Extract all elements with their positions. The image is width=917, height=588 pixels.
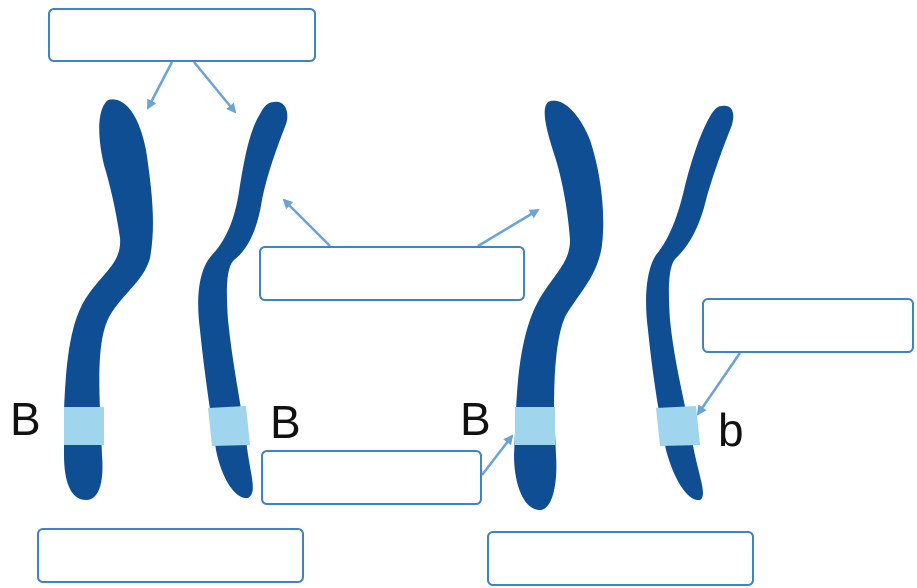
pointer-arrow bbox=[193, 61, 237, 114]
label-box-top[interactable] bbox=[48, 8, 316, 62]
label-box-bottom-right[interactable] bbox=[487, 531, 754, 586]
label-box-bottom-left[interactable] bbox=[37, 528, 304, 583]
gene-label: b bbox=[718, 404, 744, 456]
label-box-bottom-middle[interactable] bbox=[261, 450, 482, 505]
pointer-arrow bbox=[477, 208, 540, 248]
label-box-middle[interactable] bbox=[259, 246, 525, 301]
gene-label: B bbox=[10, 393, 41, 445]
pointer-arrow bbox=[696, 352, 742, 416]
chromosome-pair1-left bbox=[64, 99, 153, 500]
chromosome-pair2-right bbox=[646, 105, 734, 501]
pointer-arrow bbox=[146, 61, 174, 110]
chromosome-body bbox=[514, 100, 604, 511]
gene-label: B bbox=[270, 396, 301, 448]
gene-band bbox=[64, 407, 104, 445]
pointer-arrow bbox=[282, 198, 331, 247]
pointer-arrow bbox=[481, 434, 514, 476]
chromosome-body bbox=[646, 105, 734, 501]
gene-band bbox=[208, 406, 250, 446]
gene-band bbox=[515, 407, 555, 445]
chromosome-body bbox=[64, 99, 153, 500]
chromosome-body bbox=[198, 101, 288, 499]
chromosome-pair1-right bbox=[198, 101, 288, 499]
chromosome-pair2-left bbox=[514, 100, 604, 511]
label-box-right[interactable] bbox=[702, 298, 914, 353]
gene-label: B bbox=[460, 393, 491, 445]
gene-band bbox=[656, 406, 700, 446]
